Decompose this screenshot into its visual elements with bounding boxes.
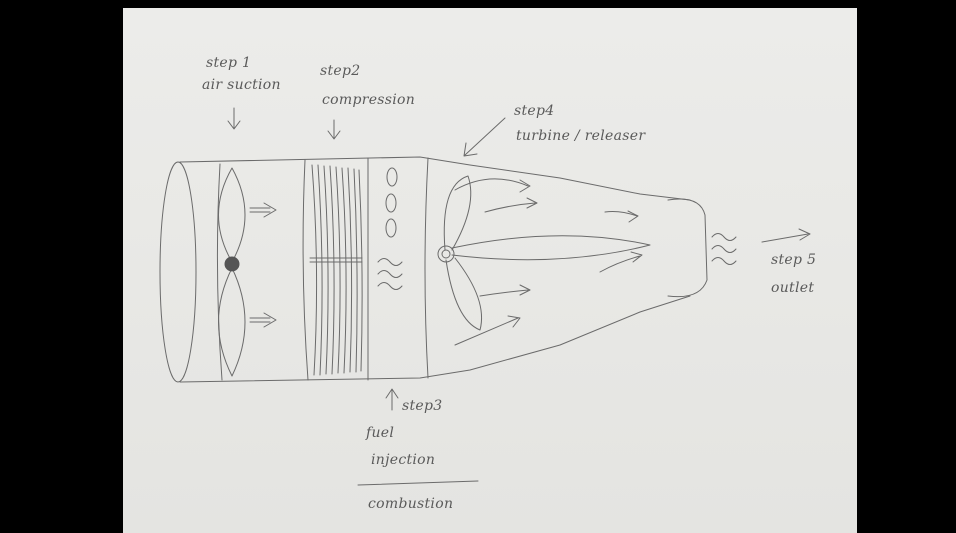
step3-injection-label: injection	[371, 452, 435, 468]
step2-title: step2	[320, 63, 360, 79]
nozzle-outline	[668, 199, 707, 297]
turbine-blade-lower	[446, 258, 482, 330]
step1-subtitle: air suction	[202, 77, 281, 93]
combustion-wave-1	[378, 259, 402, 266]
step2-pointer-arrow	[328, 120, 340, 139]
step3-combustion-label: combustion	[368, 496, 453, 512]
intake-arrow-upper	[250, 203, 276, 217]
combustion-wave-3	[378, 283, 402, 290]
fuel-drop-1	[387, 168, 397, 186]
step4-pointer-arrow	[464, 118, 505, 156]
engine-top-outline	[180, 157, 690, 200]
intake-ellipse	[160, 162, 196, 382]
intake-fan-hub	[225, 257, 239, 271]
step4-title: step4	[514, 103, 554, 119]
intake-arrow-lower	[250, 313, 276, 327]
step3-underline	[358, 481, 478, 485]
divider-2	[303, 160, 308, 380]
engine-bottom-outline	[180, 296, 690, 382]
step1-pointer-arrow	[228, 108, 240, 129]
step2-subtitle: compression	[322, 92, 415, 108]
exhaust-wave-2	[712, 246, 736, 253]
divider-4	[425, 158, 428, 378]
step1-title: step 1	[206, 55, 251, 71]
exhaust-wave-3	[712, 258, 736, 265]
fuel-drop-2	[386, 194, 396, 212]
intake-fan-blade-top	[219, 168, 246, 262]
step3-title: step3	[402, 398, 442, 414]
turbine-blade-upper	[444, 176, 471, 250]
step5-title: step 5	[771, 252, 816, 268]
compressor-blades	[310, 165, 362, 375]
turbine-flow-arrows	[455, 179, 642, 345]
exhaust-arrow	[762, 229, 810, 242]
step5-subtitle: outlet	[771, 280, 814, 296]
exhaust-wave-1	[712, 234, 736, 241]
step3-pointer-arrow	[386, 389, 398, 410]
turbine-hub-inner	[442, 250, 450, 258]
step3-fuel-label: fuel	[366, 425, 394, 441]
step4-subtitle: turbine / releaser	[516, 128, 645, 144]
fuel-drop-3	[386, 219, 396, 237]
intake-fan-blade-bottom	[219, 268, 246, 376]
turbine-blade-middle	[452, 236, 650, 260]
combustion-wave-2	[378, 271, 402, 278]
